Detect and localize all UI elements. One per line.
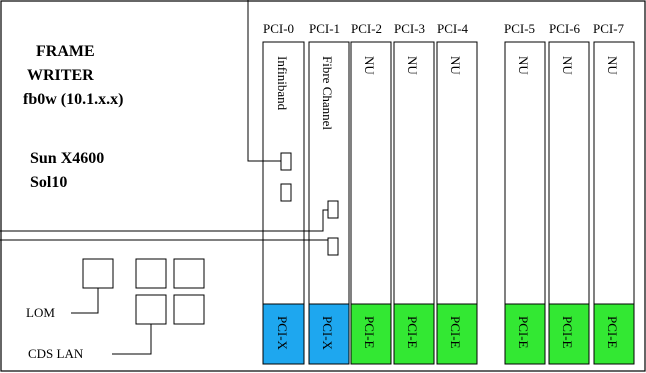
cds-lan-port <box>135 294 167 325</box>
slot-name-1: PCI-1 <box>309 21 340 36</box>
slot-bus-label-4: PCI-E <box>448 316 463 349</box>
lom-label: LOM <box>26 305 55 320</box>
slot-bus-label-2: PCI-E <box>362 316 377 349</box>
lom-leader-line <box>71 288 99 314</box>
slot-bus-block-2 <box>350 303 392 365</box>
slot-card-label-1: Fibre Channel <box>320 56 335 130</box>
net-port-1 <box>135 258 167 289</box>
infiniband-cable <box>247 0 281 162</box>
slot-card-1 <box>308 41 350 305</box>
slot-bus-block-6 <box>548 303 590 365</box>
slot-bus-label-6: PCI-E <box>560 316 575 349</box>
slot-bus-block-4 <box>436 303 478 365</box>
slot-name-0: PCI-0 <box>263 21 294 36</box>
slot-bus-block-0 <box>262 303 305 365</box>
slot-card-2 <box>350 41 392 305</box>
lom-port <box>82 258 114 289</box>
pci-slot-6: PCI-6 NU PCI-E <box>548 21 590 365</box>
slot-card-label-6: NU <box>560 56 575 75</box>
pci-slot-1: PCI-1 Fibre Channel PCI-X <box>308 21 350 365</box>
net-port-2 <box>173 258 205 289</box>
slot-card-label-7: NU <box>605 56 620 75</box>
net-port-4 <box>173 294 205 325</box>
pci-slot-7: PCI-7 NU PCI-E <box>593 21 635 365</box>
slot-bus-label-7: PCI-E <box>605 316 620 349</box>
slot-card-label-5: NU <box>516 56 531 75</box>
pci-slot-2: PCI-2 NU PCI-E <box>350 21 392 365</box>
slot-bus-label-0: PCI-X <box>275 316 290 351</box>
host-title-line2: WRITER <box>27 67 94 84</box>
host-model: Sun X4600 <box>30 150 104 167</box>
slot-card-5 <box>504 41 546 305</box>
slot-name-3: PCI-3 <box>394 21 425 36</box>
slot-card-label-2: NU <box>362 56 377 75</box>
pci-slot-0: PCI-0 Infiniband PCI-X <box>262 21 305 365</box>
slot-card-6 <box>548 41 590 305</box>
pci-slot-4: PCI-4 NU PCI-E <box>436 21 478 365</box>
slot-bus-block-3 <box>393 303 435 365</box>
slot-bus-label-1: PCI-X <box>320 316 335 351</box>
host-title-line1: FRAME <box>36 43 95 60</box>
slot-bus-label-3: PCI-E <box>405 316 420 349</box>
pci-slot-3: PCI-3 NU PCI-E <box>393 21 435 365</box>
host-os: Sol10 <box>30 174 67 191</box>
slot-card-7 <box>593 41 635 305</box>
slot-name-4: PCI-4 <box>437 21 469 36</box>
pci-slot-5: PCI-5 NU PCI-E <box>504 21 546 365</box>
slot-bus-block-7 <box>593 303 635 365</box>
infiniband-port-1 <box>280 152 292 171</box>
slot-bus-block-1 <box>308 303 350 365</box>
slot-name-6: PCI-6 <box>549 21 581 36</box>
fibre-channel-cable-1 <box>0 209 328 232</box>
slot-card-0 <box>262 41 305 305</box>
slot-card-label-3: NU <box>405 56 420 75</box>
infiniband-port-2 <box>280 183 292 202</box>
slot-name-7: PCI-7 <box>593 21 625 36</box>
host-name: fb0w (10.1.x.x) <box>23 91 123 108</box>
slot-bus-label-5: PCI-E <box>516 316 531 349</box>
slot-card-4 <box>436 41 478 305</box>
fibre-channel-port-1 <box>327 200 339 219</box>
slot-bus-block-5 <box>504 303 546 365</box>
slot-card-label-4: NU <box>448 56 463 75</box>
fibre-channel-port-2 <box>327 237 339 256</box>
cds-lan-label: CDS LAN <box>28 346 84 361</box>
slot-card-label-0: Infiniband <box>275 56 290 111</box>
slot-card-3 <box>393 41 435 305</box>
cds-lan-leader-line <box>112 324 152 355</box>
slot-name-2: PCI-2 <box>351 21 382 36</box>
slot-name-5: PCI-5 <box>504 21 535 36</box>
